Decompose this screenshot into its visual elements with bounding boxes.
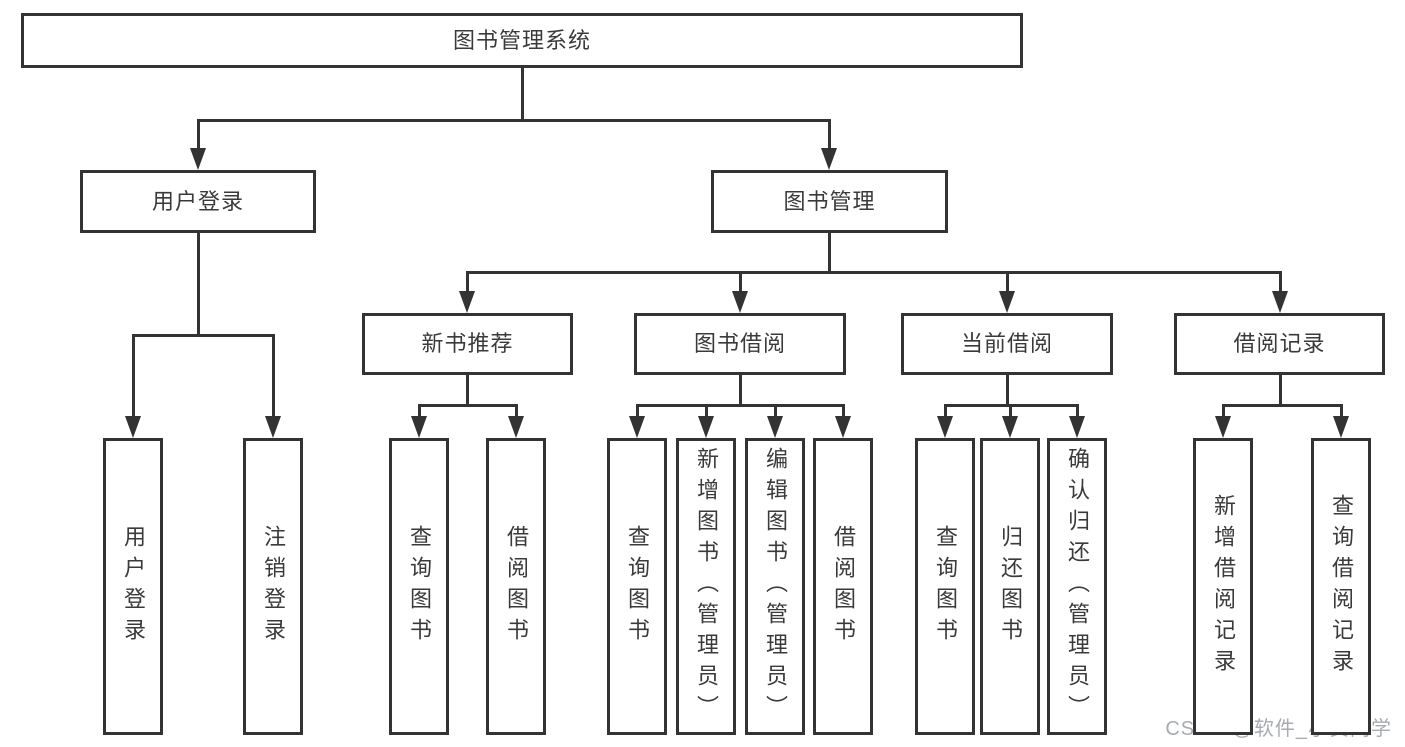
node-label-leaf-add-book: 新增图书（管理员） <box>694 447 719 726</box>
connector-line <box>417 403 518 407</box>
connector-line <box>1221 403 1343 407</box>
node-label-leaf-confirm-return: 确认归还（管理员） <box>1065 447 1090 726</box>
node-leaf-return-book: 归还图书 <box>980 438 1040 735</box>
node-label-book-management: 图书管理 <box>783 188 876 214</box>
node-leaf-query-book-3: 查询图书 <box>915 438 975 735</box>
node-label-leaf-query-book-3: 查询图书 <box>933 524 958 649</box>
connector-line <box>738 375 742 407</box>
node-label-book-borrow: 图书借阅 <box>693 331 786 356</box>
arrowhead-down-icon <box>999 291 1015 313</box>
node-label-current-borrow: 当前借阅 <box>960 331 1053 356</box>
node-leaf-borrow-book-1: 借阅图书 <box>486 438 546 735</box>
connector-line <box>827 233 831 274</box>
connector-line <box>827 120 831 152</box>
node-book-management: 图书管理 <box>711 170 948 233</box>
connector-line <box>271 335 275 420</box>
node-label-leaf-return-book: 归还图书 <box>998 524 1023 649</box>
arrowhead-down-icon <box>411 416 427 438</box>
node-root: 图书管理系统 <box>21 13 1023 68</box>
node-leaf-logout: 注销登录 <box>243 438 303 735</box>
node-label-leaf-borrow-book-1: 借阅图书 <box>504 524 529 649</box>
arrowhead-down-icon <box>265 416 281 438</box>
connector-line <box>1278 375 1282 407</box>
connector-line <box>196 120 200 152</box>
node-borrow-records: 借阅记录 <box>1174 313 1385 375</box>
node-leaf-add-record: 新增借阅记录 <box>1193 438 1253 735</box>
connector-line <box>196 233 200 337</box>
connector-line <box>465 270 1282 274</box>
connector-line <box>514 405 518 420</box>
arrowhead-down-icon <box>1002 416 1018 438</box>
node-leaf-query-book-2: 查询图书 <box>607 438 667 735</box>
connector-line <box>196 118 831 122</box>
arrowhead-down-icon <box>508 416 524 438</box>
node-label-leaf-query-record: 查询借阅记录 <box>1329 493 1354 680</box>
node-label-leaf-query-book-1: 查询图书 <box>407 524 432 649</box>
connector-line <box>738 272 742 295</box>
node-book-borrow: 图书借阅 <box>634 313 846 375</box>
node-current-borrow: 当前借阅 <box>901 313 1113 375</box>
connector-line <box>465 272 469 295</box>
connector-line <box>1221 405 1225 420</box>
node-leaf-user-login: 用户登录 <box>103 438 163 735</box>
node-leaf-query-record: 查询借阅记录 <box>1311 438 1371 735</box>
arrowhead-down-icon <box>459 291 475 313</box>
node-label-leaf-query-book-2: 查询图书 <box>625 524 650 649</box>
node-user-login: 用户登录 <box>80 170 316 233</box>
connector-line <box>635 405 639 420</box>
connector-line <box>520 68 524 122</box>
connector-line <box>1278 272 1282 295</box>
arrowhead-down-icon <box>937 416 953 438</box>
connector-line <box>841 405 845 420</box>
arrowhead-down-icon <box>190 148 206 170</box>
arrowhead-down-icon <box>767 416 783 438</box>
node-label-user-login: 用户登录 <box>151 188 244 214</box>
node-leaf-confirm-return: 确认归还（管理员） <box>1047 438 1107 735</box>
connector-line <box>1339 405 1343 420</box>
node-label-leaf-logout: 注销登录 <box>261 524 286 649</box>
node-label-borrow-records: 借阅记录 <box>1233 331 1326 356</box>
arrowhead-down-icon <box>1333 416 1349 438</box>
arrowhead-down-icon <box>698 416 714 438</box>
node-label-leaf-edit-book: 编辑图书（管理员） <box>763 447 788 726</box>
arrowhead-down-icon <box>125 416 141 438</box>
arrowhead-down-icon <box>1272 291 1288 313</box>
arrowhead-down-icon <box>821 148 837 170</box>
connector-line <box>1005 375 1009 407</box>
connector-line <box>131 335 135 420</box>
node-leaf-add-book: 新增图书（管理员） <box>676 438 736 735</box>
node-new-book-recommend: 新书推荐 <box>362 313 573 375</box>
arrowhead-down-icon <box>1215 416 1231 438</box>
connector-line <box>1008 405 1012 420</box>
node-label-leaf-add-record: 新增借阅记录 <box>1211 493 1236 680</box>
arrowhead-down-icon <box>1069 416 1085 438</box>
connector-line <box>943 405 947 420</box>
node-leaf-edit-book: 编辑图书（管理员） <box>745 438 805 735</box>
connector-line <box>131 333 275 337</box>
connector-line <box>773 405 777 420</box>
node-leaf-query-book-1: 查询图书 <box>389 438 449 735</box>
connector-line <box>1005 272 1009 295</box>
arrowhead-down-icon <box>835 416 851 438</box>
connector-line <box>417 405 421 420</box>
connector-line <box>1075 405 1079 420</box>
connector-line <box>704 405 708 420</box>
node-label-leaf-borrow-book-2: 借阅图书 <box>831 524 856 649</box>
node-leaf-borrow-book-2: 借阅图书 <box>813 438 873 735</box>
node-label-new-book-recommend: 新书推荐 <box>421 331 514 356</box>
connector-line <box>635 403 845 407</box>
node-label-root: 图书管理系统 <box>452 27 591 53</box>
node-label-leaf-user-login: 用户登录 <box>121 524 146 649</box>
arrowhead-down-icon <box>629 416 645 438</box>
arrowhead-down-icon <box>732 291 748 313</box>
connector-line <box>465 375 469 407</box>
